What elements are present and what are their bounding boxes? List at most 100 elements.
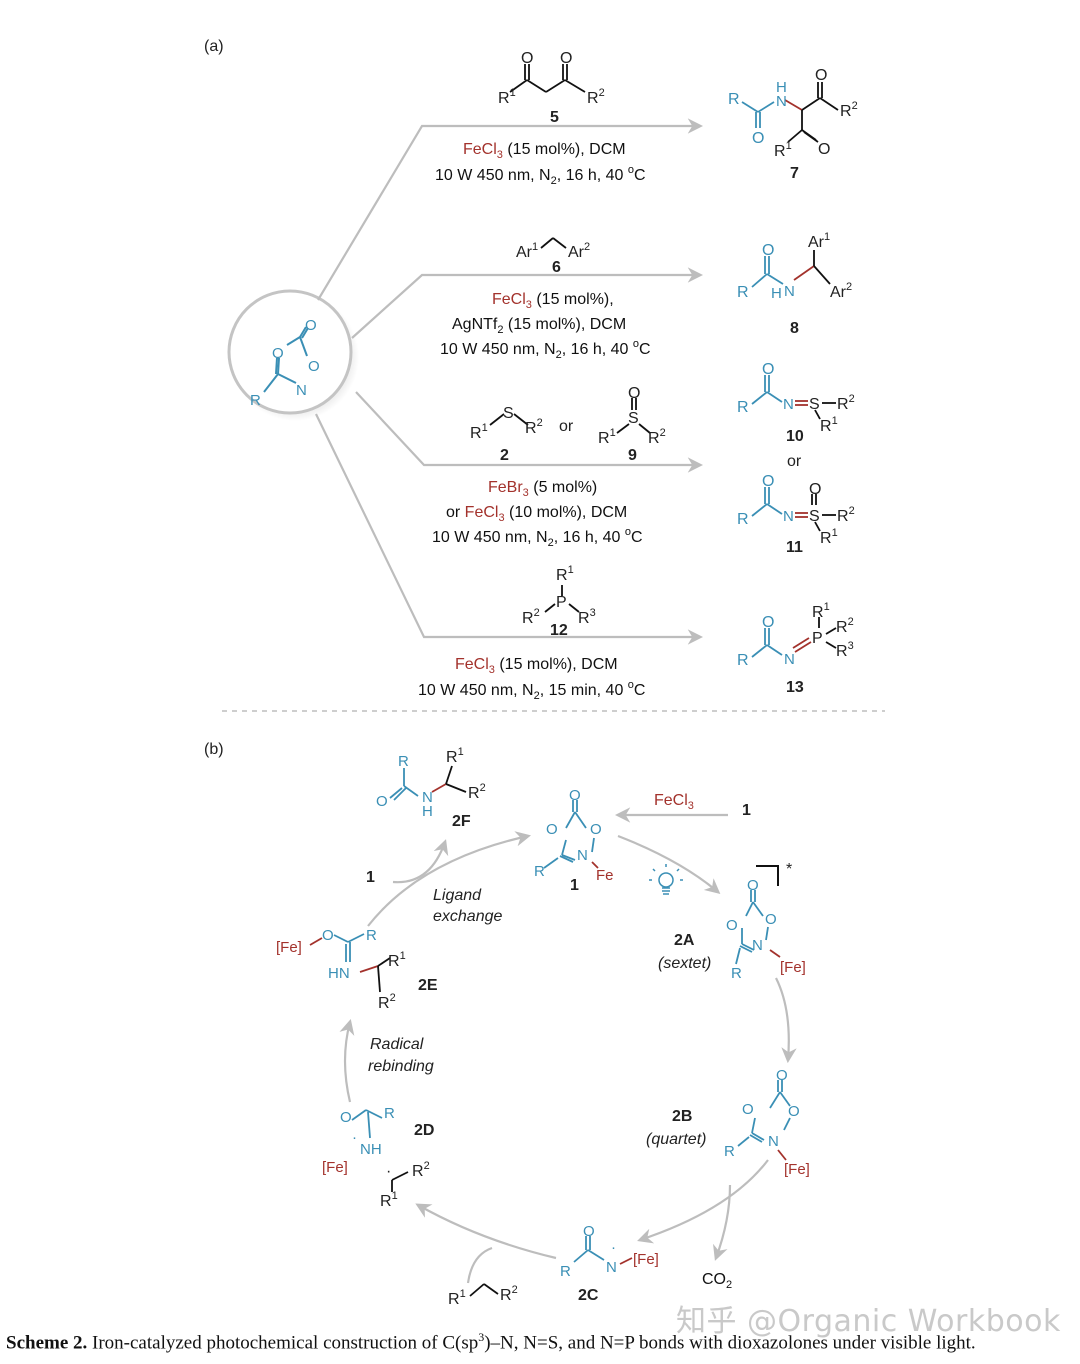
svg-text:R1: R1 bbox=[380, 1190, 398, 1210]
svg-text:N: N bbox=[606, 1259, 617, 1276]
product-13: O R N P R1 R2 R3 13 bbox=[737, 601, 854, 696]
caption-sup: 3 bbox=[478, 1330, 485, 1344]
svg-text:R2: R2 bbox=[837, 393, 855, 413]
svg-text:O: O bbox=[815, 67, 827, 84]
svg-text:P: P bbox=[812, 630, 823, 647]
svg-text:R: R bbox=[560, 1263, 571, 1280]
svg-text:Ar2: Ar2 bbox=[830, 281, 852, 301]
dioxazolone-start-circle: O O O N R bbox=[227, 289, 359, 421]
svg-text:R2: R2 bbox=[840, 100, 858, 120]
svg-text:S: S bbox=[809, 508, 820, 525]
conditions-route-phosphine-2: 10 W 450 nm, N2, 15 min, 40 oC bbox=[418, 679, 645, 702]
svg-text:O: O bbox=[747, 877, 759, 894]
svg-text:N: N bbox=[784, 651, 795, 668]
svg-text:O: O bbox=[628, 385, 640, 402]
product-7: R H N O O R2 R1 O 7 bbox=[728, 67, 858, 182]
arrow-alkane-feed bbox=[466, 1246, 493, 1284]
svg-text:·: · bbox=[611, 1239, 616, 1256]
metal-fe-2B: [Fe] bbox=[784, 1161, 810, 1178]
svg-text:O: O bbox=[762, 242, 774, 259]
svg-text:R3: R3 bbox=[578, 607, 596, 627]
svg-text:O: O bbox=[762, 614, 774, 631]
substrate-5: O O R1 R2 5 bbox=[498, 50, 605, 126]
panel-label-b: (b) bbox=[204, 741, 224, 758]
compound-id-7: 7 bbox=[790, 165, 799, 182]
spin-state-2A: (sextet) bbox=[658, 955, 711, 972]
metal-fe-2D: [Fe] bbox=[322, 1159, 348, 1176]
product-8: O R N H Ar1 Ar2 . H 8 bbox=[737, 231, 852, 337]
svg-text:N: N bbox=[752, 937, 763, 954]
svg-text:O: O bbox=[752, 130, 764, 147]
substrate-9-sulfoxide: O S R1 R2 9 bbox=[598, 385, 666, 464]
or-substrate: or bbox=[559, 418, 574, 435]
compound-id-9: 9 bbox=[628, 447, 637, 464]
svg-text:O: O bbox=[742, 1101, 754, 1118]
svg-text:O: O bbox=[788, 1103, 800, 1120]
svg-text:R2: R2 bbox=[648, 427, 666, 447]
compound-id-1-entry: 1 bbox=[742, 802, 751, 819]
substrate-12: R1 P R2 R3 12 bbox=[522, 564, 596, 639]
metal-fe-2E: [Fe] bbox=[276, 939, 302, 956]
alkane-substrate: R1 R2 bbox=[448, 1283, 518, 1308]
reagent-fecl3: FeCl3 bbox=[654, 792, 694, 812]
conditions-route-sulfur-3: 10 W 450 nm, N2, 16 h, 40 oC bbox=[432, 526, 643, 549]
svg-text:R: R bbox=[737, 511, 749, 528]
conditions-route-ketone-2: 10 W 450 nm, N2, 16 h, 40 oC bbox=[435, 164, 646, 187]
svg-text:R1: R1 bbox=[812, 601, 830, 621]
svg-text:NH: NH bbox=[360, 1141, 382, 1158]
svg-text:O: O bbox=[818, 141, 830, 158]
compound-id-2B: 2B bbox=[672, 1108, 692, 1125]
svg-text:R: R bbox=[731, 965, 742, 982]
caption-text-2: )–N, N=S, and N=P bonds with dioxazolone… bbox=[484, 1332, 976, 1354]
svg-text:R1: R1 bbox=[820, 527, 838, 547]
compound-id-6: 6 bbox=[552, 259, 561, 276]
ring-r: R bbox=[250, 392, 261, 409]
ring-n: N bbox=[296, 382, 307, 399]
svg-text:R2: R2 bbox=[500, 1284, 518, 1304]
svg-text:R: R bbox=[384, 1105, 395, 1122]
svg-text:R2: R2 bbox=[412, 1160, 430, 1180]
svg-text:O: O bbox=[569, 787, 581, 804]
svg-text:R1: R1 bbox=[598, 427, 616, 447]
compound-id-5: 5 bbox=[550, 109, 559, 126]
svg-text:O: O bbox=[583, 1223, 595, 1240]
product-2F: R O N H R1 R2 2F bbox=[376, 746, 486, 830]
scheme-caption: Scheme 2. Iron-catalyzed photochemical c… bbox=[6, 1330, 1076, 1354]
svg-text:Ar1: Ar1 bbox=[808, 231, 830, 251]
intermediate-2C: O R N · [Fe] 2C bbox=[560, 1223, 659, 1304]
branch-arrows bbox=[315, 118, 704, 645]
arrow-route-benzylic bbox=[351, 267, 704, 339]
svg-text:R1: R1 bbox=[446, 746, 464, 766]
svg-text:R: R bbox=[737, 399, 749, 416]
svg-text:P: P bbox=[556, 594, 567, 611]
intermediate-1: O O O N R Fe 1 bbox=[534, 787, 614, 894]
svg-text:O: O bbox=[546, 821, 558, 838]
svg-text:R: R bbox=[737, 284, 749, 301]
step-radical-rebinding-2: rebinding bbox=[368, 1058, 434, 1075]
conditions-route-benzylic-1: FeCl3 (15 mol%), bbox=[492, 291, 614, 311]
svg-text:R: R bbox=[737, 652, 749, 669]
arrow-2C-to-2D bbox=[415, 1203, 557, 1260]
o-label: O bbox=[521, 50, 533, 67]
svg-text:R: R bbox=[398, 753, 409, 770]
compound-id-10: 10 bbox=[786, 428, 804, 445]
svg-text:HN: HN bbox=[328, 965, 350, 982]
compound-id-8: 8 bbox=[790, 320, 799, 337]
arrow-co2-release bbox=[713, 1184, 732, 1261]
or-product: or bbox=[787, 453, 802, 470]
svg-text:R1: R1 bbox=[820, 415, 838, 435]
arrow-1-to-2F bbox=[392, 839, 449, 884]
conditions-route-sulfur-1: FeBr3 (5 mol%) bbox=[488, 479, 597, 499]
compound-id-2F: 2F bbox=[452, 813, 471, 830]
conditions-route-sulfur-2: or FeCl3 (10 mol%), DCM bbox=[446, 504, 627, 524]
compound-id-2D: 2D bbox=[414, 1122, 434, 1139]
svg-text:·: · bbox=[352, 1129, 357, 1146]
compound-id-12: 12 bbox=[550, 622, 568, 639]
svg-text:O: O bbox=[765, 911, 777, 928]
excited-star: * bbox=[786, 861, 792, 878]
svg-text:H: H bbox=[422, 803, 433, 820]
svg-text:Ar2: Ar2 bbox=[568, 241, 590, 261]
svg-text:R: R bbox=[534, 863, 545, 880]
conditions-route-ketone-1: FeCl3 (15 mol%), DCM bbox=[463, 141, 626, 161]
spin-state-2B: (quartet) bbox=[646, 1131, 706, 1148]
